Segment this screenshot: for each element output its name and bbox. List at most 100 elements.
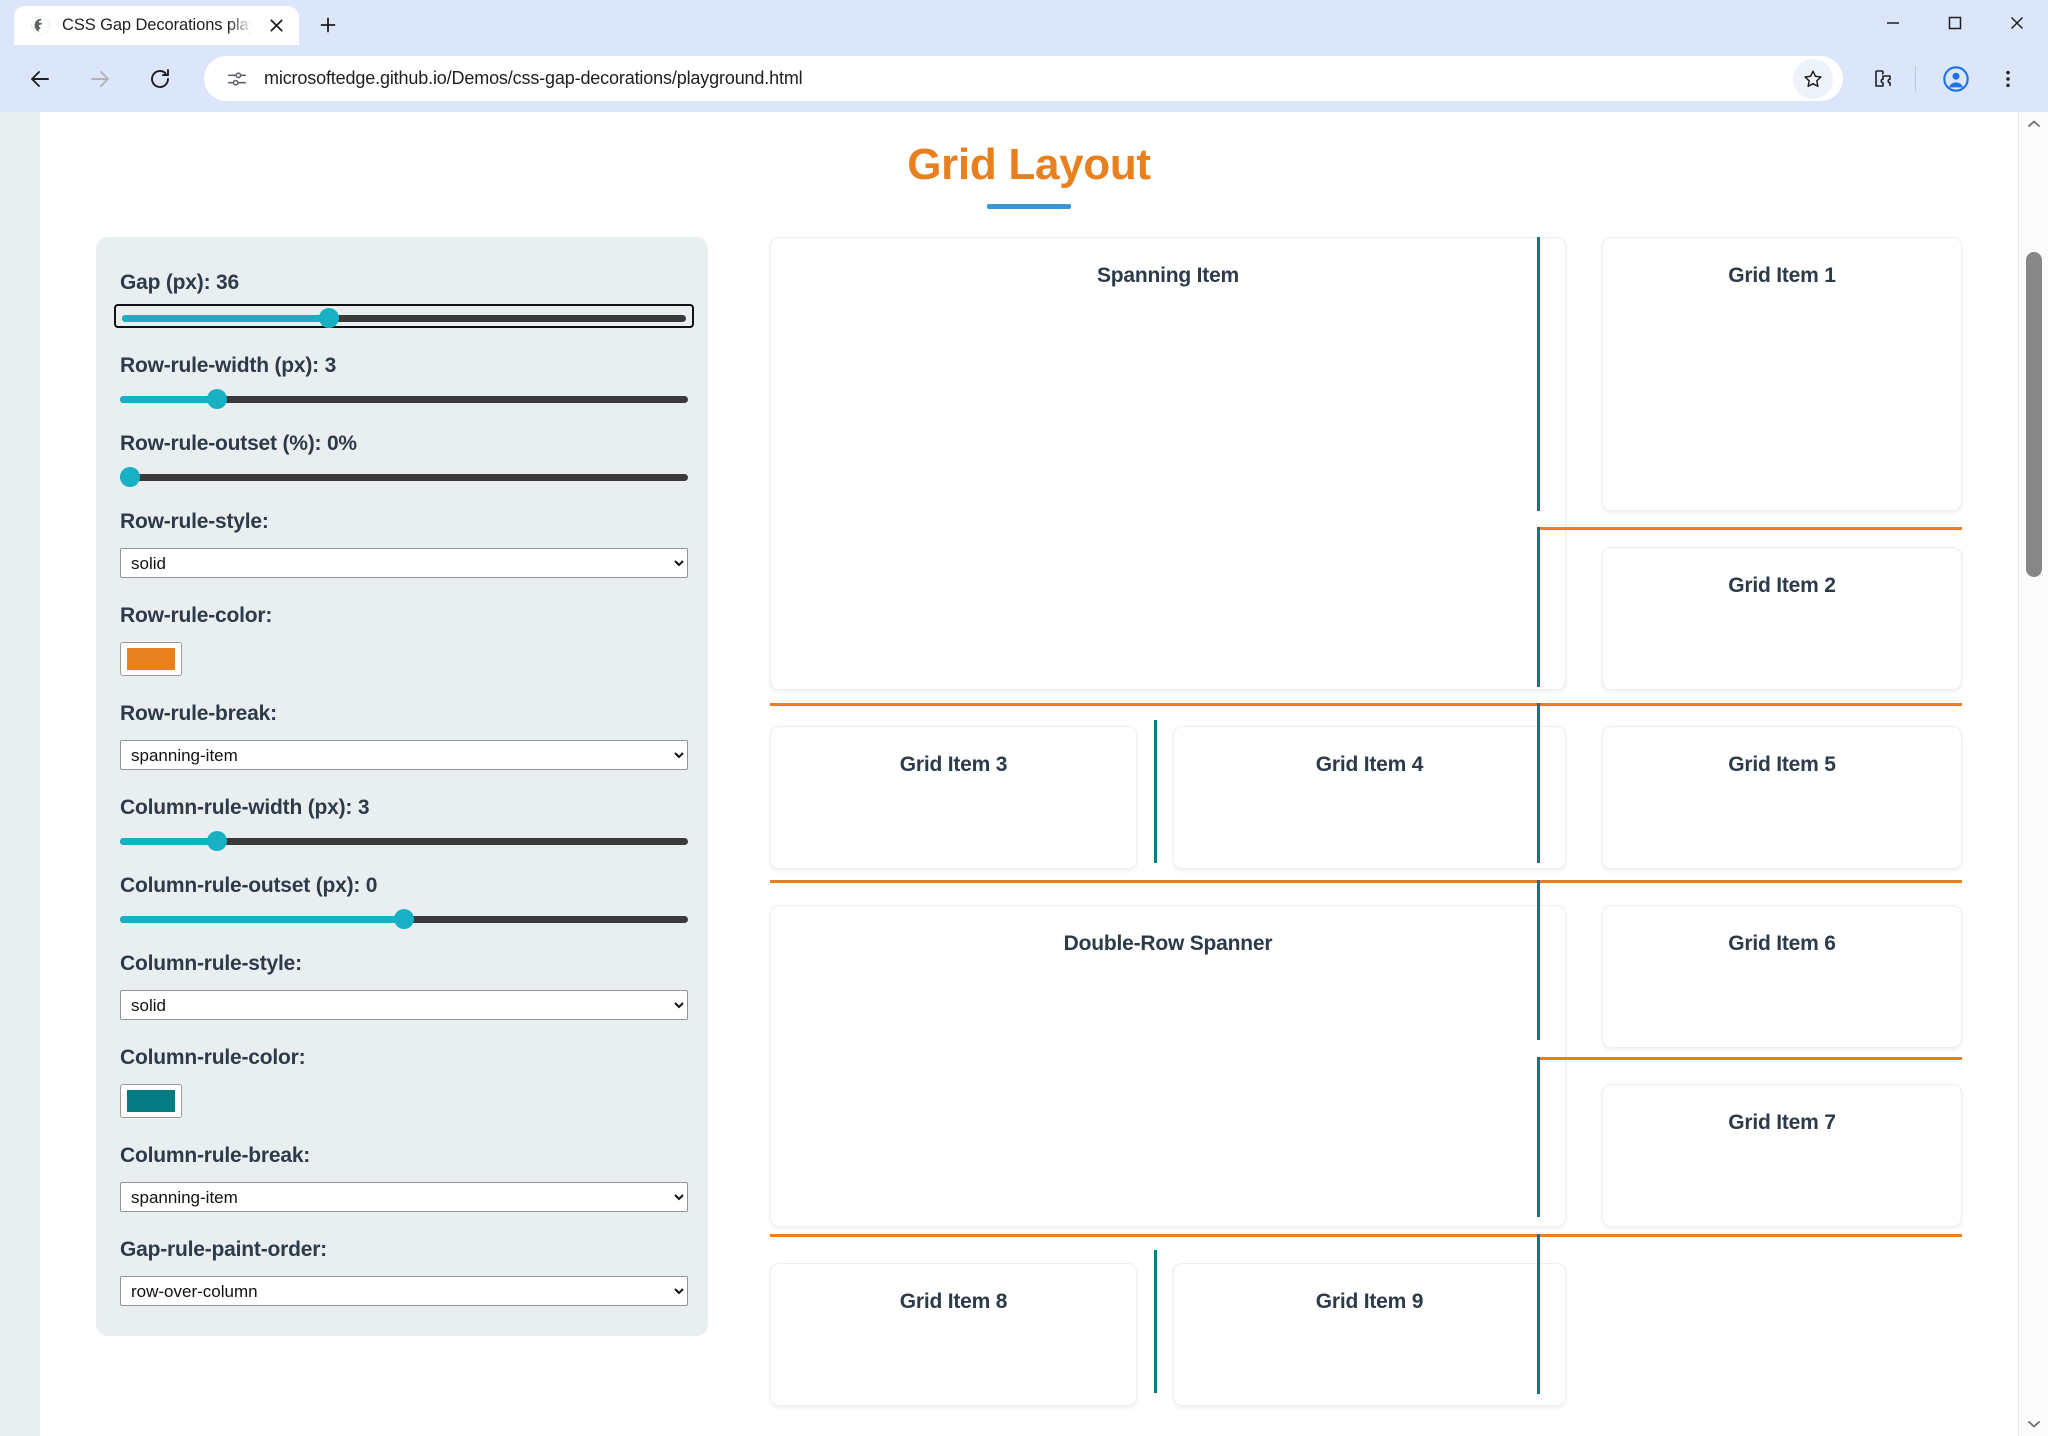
column-rule-decoration — [1154, 720, 1157, 863]
scrollbar-thumb[interactable] — [2026, 252, 2042, 577]
slider-thumb[interactable] — [394, 909, 414, 929]
column-rule-decoration — [1537, 880, 1540, 1040]
close-window-button[interactable] — [1986, 0, 2048, 45]
gap-slider[interactable] — [114, 304, 694, 328]
grid-cell-item-6[interactable]: Grid Item 6 — [1602, 905, 1962, 1048]
control-column-rule-color: Column-rule-color: — [120, 1046, 684, 1118]
cell-label: Grid Item 7 — [1728, 1111, 1836, 1134]
cell-label: Spanning Item — [1096, 264, 1240, 287]
row-rule-break-select[interactable]: spanning-item — [120, 740, 688, 770]
vertical-scrollbar[interactable] — [2018, 112, 2048, 1436]
grid-cell-item-7[interactable]: Grid Item 7 — [1602, 1084, 1962, 1227]
control-label: Row-rule-break: — [120, 702, 277, 725]
more-vertical-icon[interactable] — [1986, 57, 2030, 101]
grid-cell-item-4[interactable]: Grid Item 4 — [1173, 726, 1566, 869]
slider-thumb[interactable] — [206, 831, 227, 851]
grid-cell-item-3[interactable]: Grid Item 3 — [770, 726, 1137, 869]
title-underline — [987, 204, 1071, 209]
cell-label: Grid Item 2 — [1728, 574, 1836, 597]
profile-avatar-icon[interactable] — [1934, 57, 1978, 101]
tab-close-icon[interactable] — [263, 13, 289, 39]
column-rule-decoration — [1537, 1057, 1540, 1217]
row-rule-color-picker[interactable] — [120, 642, 182, 676]
row-rule-outset-slider[interactable] — [120, 467, 688, 487]
extensions-puzzle-icon[interactable] — [1861, 57, 1905, 101]
control-label: Column-rule-break: — [120, 1144, 311, 1167]
grid-demo: Spanning Item Grid Item 1 Grid Item 2 Gr… — [770, 237, 1962, 1406]
column-rule-decoration — [1537, 237, 1540, 511]
color-preview — [127, 1090, 175, 1112]
control-label: Row-rule-style: — [120, 510, 269, 533]
new-tab-button[interactable] — [309, 6, 347, 44]
color-preview — [127, 648, 175, 670]
browser-tab[interactable]: CSS Gap Decorations playground — [14, 6, 299, 45]
row-rule-width-slider[interactable] — [120, 389, 688, 409]
column-rule-color-picker[interactable] — [120, 1084, 182, 1118]
grid-container: Spanning Item Grid Item 1 Grid Item 2 Gr… — [770, 237, 1962, 1406]
grid-cell-spanning-item[interactable]: Spanning Item — [770, 237, 1566, 690]
slider-track — [120, 838, 688, 845]
cell-label: Grid Item 5 — [1728, 753, 1836, 776]
document-body: Grid Layout Gap (px): 36 — [40, 112, 2018, 1436]
slider-fill — [122, 315, 330, 322]
column-rule-decoration — [1537, 527, 1540, 687]
reload-button[interactable] — [137, 56, 183, 102]
cell-label: Double-Row Spanner — [1063, 932, 1273, 955]
column-rule-width-slider[interactable] — [120, 831, 688, 851]
row-rule-decoration — [1537, 1057, 1962, 1060]
control-column-rule-width: Column-rule-width (px): 3 — [120, 796, 688, 851]
slider-thumb[interactable] — [206, 389, 227, 409]
control-label: Column-rule-outset (px): 0 — [120, 874, 378, 897]
minimize-button[interactable] — [1862, 0, 1924, 45]
control-row-rule-color: Row-rule-color: — [120, 604, 684, 676]
control-column-rule-break: Column-rule-break: spanning-item — [120, 1144, 688, 1212]
page-title: Grid Layout — [907, 140, 1151, 189]
control-row-rule-break: Row-rule-break: spanning-item — [120, 702, 688, 770]
grid-cell-item-5[interactable]: Grid Item 5 — [1602, 726, 1962, 869]
control-row-rule-style: Row-rule-style: solid — [120, 510, 688, 578]
control-label: Column-rule-width (px): 3 — [120, 796, 370, 819]
gap-rule-paint-order-select[interactable]: row-over-column — [120, 1276, 688, 1306]
control-label: Row-rule-outset (%): 0% — [120, 432, 357, 455]
control-label: Gap (px): 36 — [120, 271, 239, 294]
grid-cell-item-1[interactable]: Grid Item 1 — [1602, 237, 1962, 511]
control-label: Column-rule-color: — [120, 1046, 306, 1069]
controls-panel: Gap (px): 36 Row-rule-width (px): 3 — [96, 237, 708, 1336]
control-column-rule-style: Column-rule-style: solid — [120, 952, 688, 1020]
slider-track — [120, 474, 688, 481]
grid-cell-item-8[interactable]: Grid Item 8 — [770, 1263, 1137, 1406]
slider-fill — [120, 838, 217, 845]
control-gap: Gap (px): 36 — [114, 271, 694, 328]
forward-button[interactable] — [77, 56, 123, 102]
slider-thumb[interactable] — [319, 308, 340, 328]
scroll-up-icon[interactable] — [2019, 112, 2048, 136]
cell-label: Grid Item 9 — [1315, 1290, 1424, 1313]
slider-track — [122, 315, 686, 322]
content-wrapper: Grid Layout Gap (px): 36 — [40, 140, 2018, 1406]
cell-label: Grid Item 6 — [1728, 932, 1836, 955]
site-settings-icon[interactable] — [220, 62, 254, 96]
back-button[interactable] — [17, 56, 63, 102]
maximize-button[interactable] — [1924, 0, 1986, 45]
bookmark-star-icon[interactable] — [1793, 58, 1833, 99]
control-label: Row-rule-color: — [120, 604, 273, 627]
scroll-down-icon[interactable] — [2019, 1412, 2048, 1436]
slider-fill — [120, 916, 404, 923]
control-row-rule-width: Row-rule-width (px): 3 — [120, 354, 688, 409]
playground-layout: Gap (px): 36 Row-rule-width (px): 3 — [96, 237, 1962, 1406]
column-rule-style-select[interactable]: solid — [120, 990, 688, 1020]
control-column-rule-outset: Column-rule-outset (px): 0 — [120, 874, 688, 929]
row-rule-style-select[interactable]: solid — [120, 548, 688, 578]
column-rule-break-select[interactable]: spanning-item — [120, 1182, 688, 1212]
row-rule-decoration — [770, 1234, 1962, 1237]
grid-cell-item-9[interactable]: Grid Item 9 — [1173, 1263, 1566, 1406]
column-rule-outset-slider[interactable] — [120, 909, 688, 929]
grid-cell-double-row-spanner[interactable]: Double-Row Spanner — [770, 905, 1566, 1227]
grid-cell-item-2[interactable]: Grid Item 2 — [1602, 547, 1962, 690]
slider-thumb[interactable] — [120, 467, 140, 487]
cell-label: Grid Item 4 — [1315, 753, 1424, 776]
address-bar[interactable]: microsoftedge.github.io/Demos/css-gap-de… — [204, 56, 1843, 101]
control-label: Column-rule-style: — [120, 952, 302, 975]
tab-title: CSS Gap Decorations playground — [62, 16, 252, 34]
